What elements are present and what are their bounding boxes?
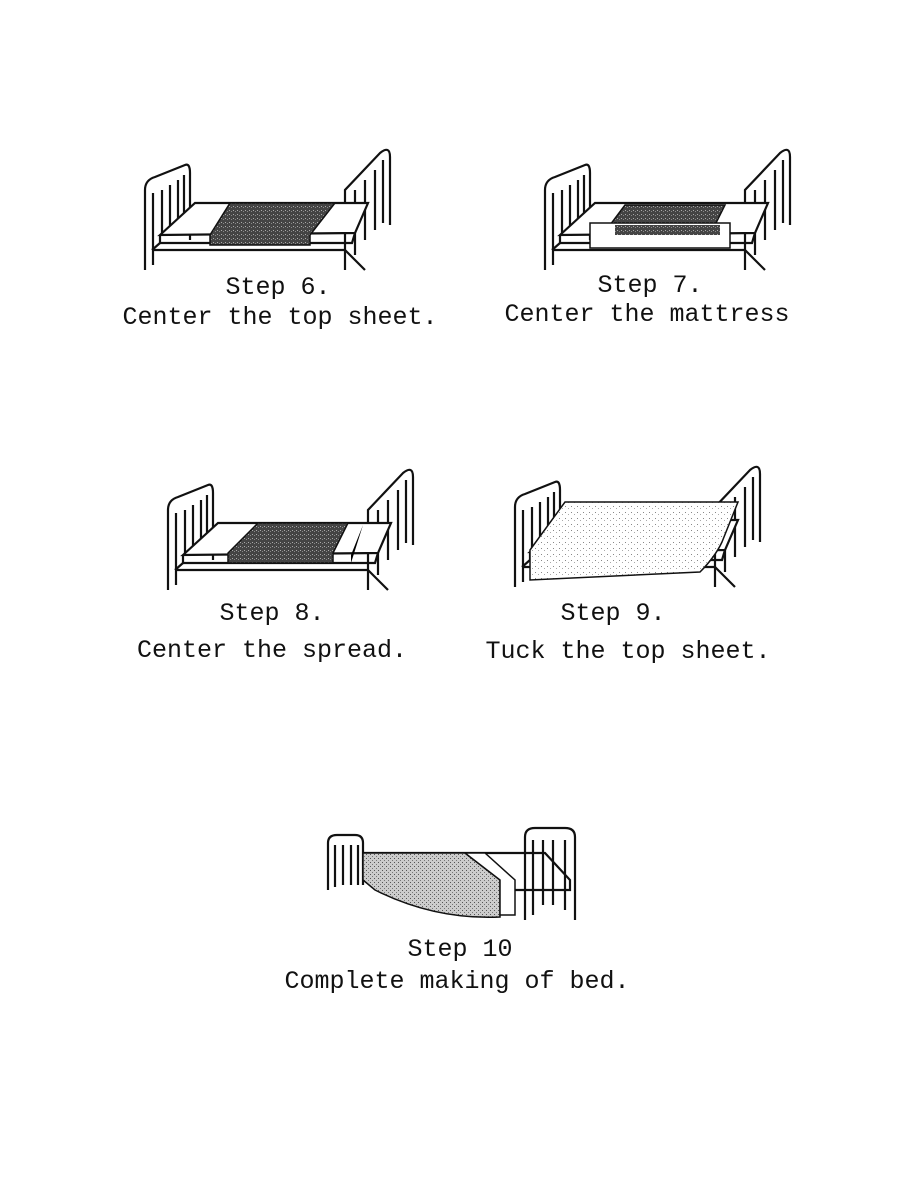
step-label: Step 9.: [560, 599, 666, 628]
step-caption: Tuck the top sheet.: [485, 637, 771, 666]
bed-illustration-complete: [326, 826, 577, 920]
bed-illustration-top-sheet: [143, 148, 392, 272]
step-caption: Center the mattress: [504, 300, 790, 329]
bed-illustration-tuck-sheet: [513, 465, 762, 589]
bed-illustration-spread: [166, 468, 415, 592]
step-label: Step 10: [407, 935, 513, 964]
step-label: Step 8.: [219, 599, 325, 628]
step-caption: Center the spread.: [136, 636, 408, 665]
step-caption: Center the top sheet.: [122, 303, 438, 332]
step-label: Step 6.: [225, 273, 331, 302]
step-label: Step 7.: [597, 271, 703, 300]
step-caption: Complete making of bed.: [284, 967, 630, 996]
bed-illustration-mattress: [543, 148, 792, 272]
